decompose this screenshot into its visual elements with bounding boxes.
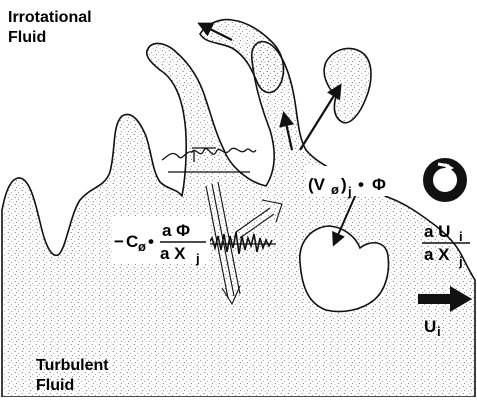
- flux-Phi: Φ: [372, 175, 386, 194]
- grad-C: C: [126, 232, 138, 251]
- flux-j-sub: j: [347, 184, 352, 199]
- flux-phi-sub: ø: [331, 182, 339, 197]
- top-region-label-line2: Fluid: [8, 29, 46, 46]
- rotation-ring-icon: [428, 163, 462, 197]
- grad-minus: −: [114, 232, 124, 251]
- grad-den-sub: j: [195, 251, 200, 266]
- grad-denominator: a X: [160, 244, 186, 263]
- gradient-term: − C ø • a Φ a X j: [112, 216, 210, 266]
- detached-eddy-right: [324, 48, 371, 122]
- shear-den-sub: j: [458, 254, 463, 269]
- grad-dot: •: [148, 232, 154, 251]
- mean-velocity-sub: i: [437, 324, 441, 339]
- flux-dot: •: [358, 175, 364, 194]
- to-right-eddy-arrow: [300, 86, 340, 150]
- bottom-region-label-line2: Fluid: [36, 377, 74, 394]
- top-region-label-line1: Irrotational: [8, 9, 92, 26]
- grad-numerator: a Φ: [162, 221, 190, 240]
- bottom-region-label-line1: Turbulent: [36, 357, 109, 374]
- grad-C-sub: ø: [138, 239, 146, 254]
- shear-denominator: a X: [424, 245, 450, 264]
- mean-velocity-label: U: [424, 317, 436, 336]
- flux-open: (V: [308, 175, 326, 194]
- turbulent-region: [2, 42, 475, 397]
- flux-close: ): [341, 175, 347, 194]
- shear-num-sub: i: [459, 229, 463, 244]
- shear-numerator: a U: [424, 222, 450, 241]
- diffusive-flux-term: (V ø ) j • Φ: [306, 166, 426, 199]
